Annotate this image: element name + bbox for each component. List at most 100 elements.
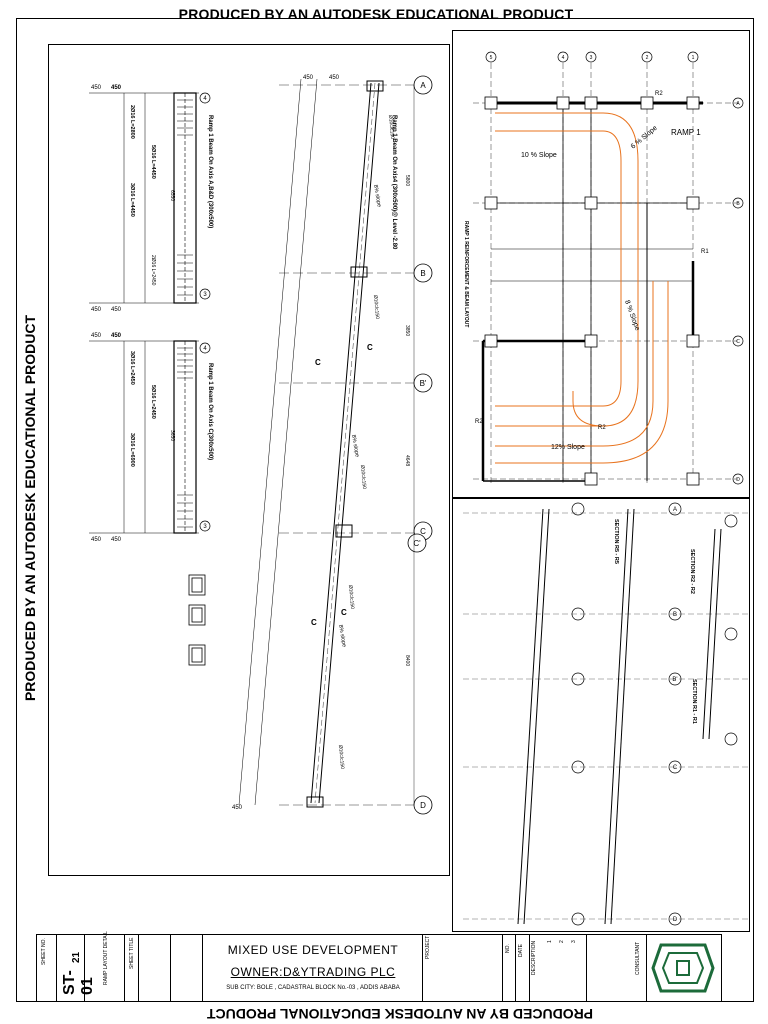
left-drawing-panel: 4 3 450 450 450 450 Ramp 1 Beam On Axis … xyxy=(48,44,450,876)
beam-detail-1: 4 3 450 450 450 450 Ramp 1 Beam On Axis … xyxy=(89,85,213,313)
section-title: SECTION R2 - R2 xyxy=(689,549,695,594)
rebar-label: 3Ø16 L=6900 xyxy=(129,433,135,467)
axis-label: 4 xyxy=(203,346,207,352)
rebar-label: Ø10c/c150 xyxy=(337,745,345,770)
axis-label: B xyxy=(673,612,677,618)
slope-label: 6 % Slope xyxy=(630,125,659,151)
dim-label: 450 xyxy=(91,307,102,313)
revision-row: 2 xyxy=(559,940,565,943)
section-mark: C xyxy=(367,343,373,352)
slope-label: 8% slope xyxy=(337,624,347,647)
dim-label: 450 xyxy=(111,85,122,91)
rebar-label: 2Ø16 L=2800 xyxy=(129,105,135,139)
axis-label: B xyxy=(736,201,740,207)
sheet-title-label: SHEET TITLE xyxy=(129,937,135,970)
project-label: PROJECT xyxy=(425,935,431,959)
watermark-bottom: PRODUCED BY AN AUTODESK EDUCATIONAL PROD… xyxy=(206,1006,594,1022)
section-mark: C xyxy=(311,618,317,627)
logo-cell xyxy=(647,935,721,1001)
dim-label: 450 xyxy=(91,85,102,91)
axis-label: A xyxy=(420,81,426,90)
beam-detail-title: Ramp 1 Beam On Axis C(300x500) xyxy=(207,363,213,460)
small-sections xyxy=(188,574,206,666)
dim-label: 8400 xyxy=(404,655,410,666)
ramp-plan-panel: 5 4 3 2 1 xyxy=(452,30,750,498)
axis-label: C xyxy=(420,527,426,536)
title-block: SHEET NO. ST-01 21 RAMP LAYOUT DETAIL SH… xyxy=(36,931,722,1002)
dim-label: 5800 xyxy=(404,175,410,186)
axis-label: A xyxy=(736,101,740,107)
dim-label: 3650 xyxy=(169,430,175,441)
rebar-label: 5Ø16 L=4450 xyxy=(150,145,156,179)
owner-name: OWNER:D&YTRADING PLC xyxy=(230,965,396,979)
sheet-title-cell: RAMP LAYOUT DETAIL xyxy=(85,931,125,1001)
axis-label: A xyxy=(673,507,677,513)
dim-label: 450 xyxy=(91,333,102,339)
consultant-cell: CONSULTANT xyxy=(587,935,647,1001)
dim-label: 450 xyxy=(91,537,102,543)
project-cell: MIXED USE DEVELOPMENT OWNER:D&YTRADING P… xyxy=(203,935,423,1001)
rebar-label: 3Ø16 L=4450 xyxy=(129,183,135,217)
revision-header-no: NO. xyxy=(505,944,511,953)
revision-row: 3 xyxy=(571,940,577,943)
sheet-title: RAMP LAYOUT DETAIL xyxy=(103,931,109,985)
drawn-cell xyxy=(171,935,203,1001)
slope-label: 12% Slope xyxy=(551,444,585,451)
ramp-plan-svg: 5 4 3 2 1 xyxy=(463,51,744,486)
dim-label: 450 xyxy=(329,75,340,81)
axis-label: D xyxy=(673,917,678,923)
axis-label: 5 xyxy=(490,55,493,61)
project-label-cell: PROJECT xyxy=(423,935,503,1001)
dim-label: 450 xyxy=(232,805,243,811)
rebar-label: Ø10c/c150 xyxy=(372,295,380,320)
axis-label: D xyxy=(736,477,740,483)
sheet-of: 21 xyxy=(71,951,82,963)
revision-header-description: DESCRIPTION xyxy=(531,940,537,975)
revision-header-date: DATE xyxy=(518,944,524,957)
axis-label: C xyxy=(673,765,678,771)
project-title: MIXED USE DEVELOPMENT xyxy=(227,943,399,957)
rebar-label: Ø10c/c150 xyxy=(359,465,367,490)
ramp-slab: A B B' C C' D 450 450 450 5800 3850 4648… xyxy=(232,75,433,815)
rebar-label: 2Ø16 L=2450 xyxy=(150,255,156,286)
dim-label: 3850 xyxy=(404,325,410,336)
axis-label: B' xyxy=(672,677,677,683)
sheet-title-label-cell: SHEET TITLE xyxy=(125,935,139,1001)
project-address: SUB CITY: BOLE , CADASTRAL BLOCK No.-03 … xyxy=(226,985,400,991)
consultant-logo xyxy=(651,943,715,993)
sheet-no-label: SHEET NO. xyxy=(41,938,47,965)
axis-label: B xyxy=(420,269,425,278)
dim-label: 450 xyxy=(111,307,122,313)
rebar-label: 5Ø16 L=2450 xyxy=(150,385,156,419)
axis-label: B' xyxy=(420,379,427,388)
axis-label: C' xyxy=(413,539,421,548)
section-label: R2 xyxy=(598,425,606,431)
rebar-label: Ø10c/c150 xyxy=(387,115,395,140)
axis-label: 3 xyxy=(203,292,207,298)
section-title: SECTION R1 - R1 xyxy=(691,679,697,724)
rebar-label: Ø10c/c150 xyxy=(347,585,355,610)
date-cell xyxy=(139,935,171,1001)
sheet-no-value-cell: ST-01 21 xyxy=(57,935,96,1001)
section-mark: C xyxy=(315,358,321,367)
dim-label: 4648 xyxy=(404,455,410,466)
axis-label: 4 xyxy=(562,55,565,61)
axis-label: 4 xyxy=(203,96,207,102)
dim-label: 450 xyxy=(111,333,122,339)
beam-detail-title: Ramp 1 Beam On Axis A,B&D (300x500) xyxy=(207,115,213,228)
slope-label: 10 % Slope xyxy=(521,152,557,159)
section-label: R2 xyxy=(655,91,663,97)
sheet-no-cell: SHEET NO. xyxy=(37,935,57,1001)
plan-title: RAMP 1 REINFORCEMENT & BEAM LAYOUT xyxy=(463,221,469,327)
revision-cell: NO. DATE DESCRIPTION 1 2 3 xyxy=(503,935,587,1001)
beam-detail-2: 4 3 450 450 450 450 Ramp 1 Beam On Axis … xyxy=(89,333,213,543)
ramp-sections-svg: A B B' C D SECTION R2 - R2 SECTION R1 - … xyxy=(463,502,749,926)
ramp-slab-title: Ramp 1 Beam On Axis4 (300x500)@ Level -2… xyxy=(391,115,397,250)
axis-label: 3 xyxy=(590,55,593,61)
axis-label: C xyxy=(736,339,740,345)
consultant-label: CONSULTANT xyxy=(635,941,641,975)
axis-label: 1 xyxy=(692,55,695,61)
section-title: SECTION R5 - R5 xyxy=(613,519,619,564)
revision-row: 1 xyxy=(547,940,553,943)
rebar-label: 3Ø16 L=2450 xyxy=(129,351,135,385)
